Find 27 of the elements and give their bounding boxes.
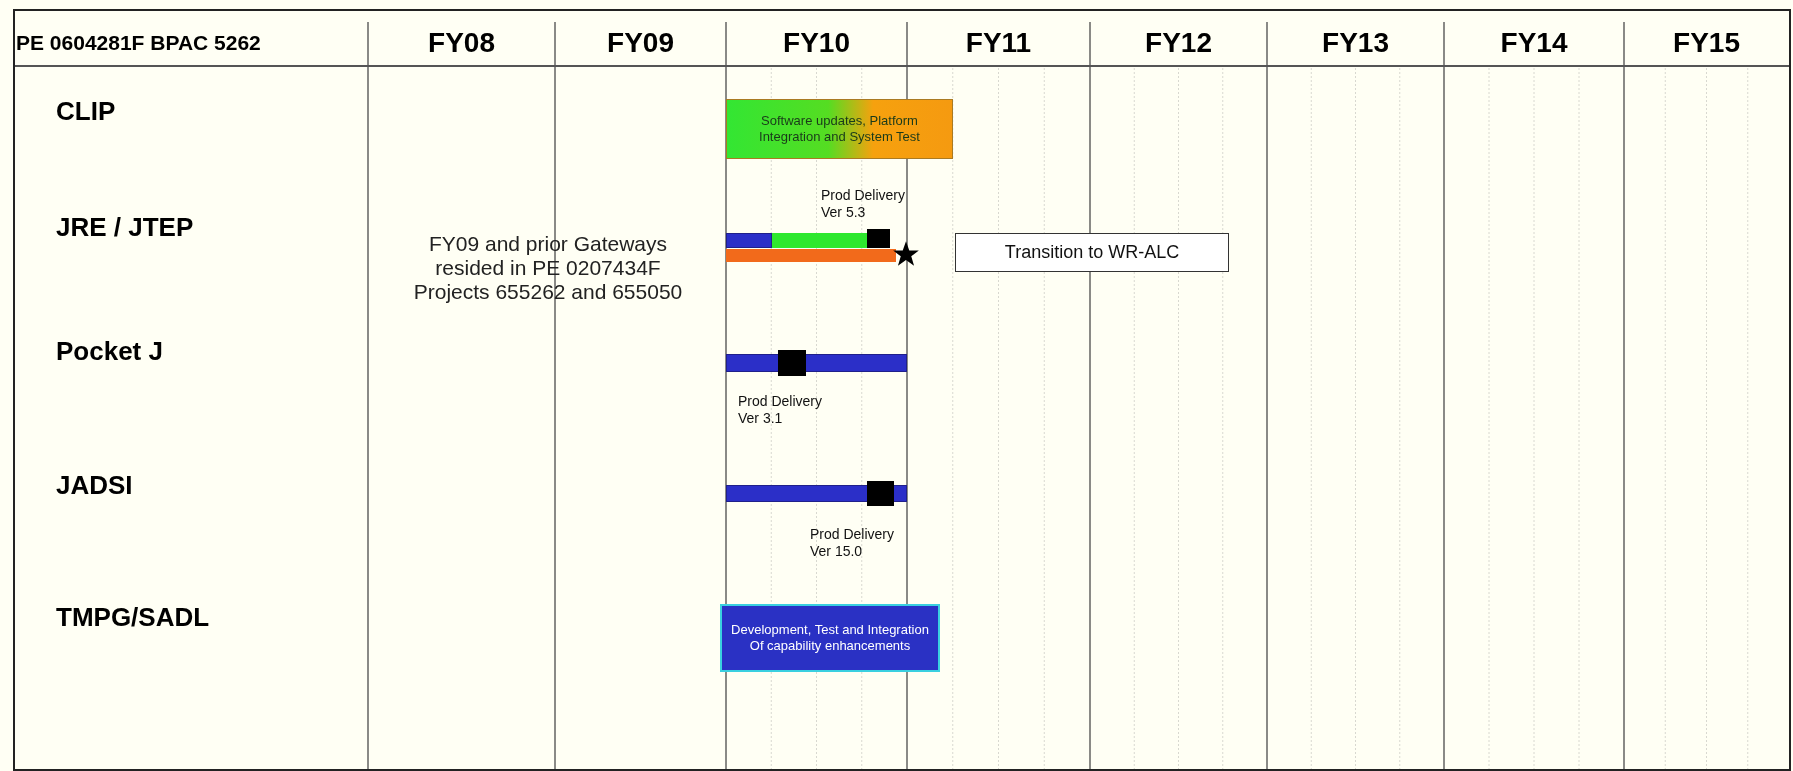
year-header: FY09: [606, 26, 675, 60]
milestone-marker: [778, 350, 806, 376]
row-label: JADSI: [56, 470, 133, 501]
row-label: Pocket J: [56, 336, 163, 367]
schedule-bar: [726, 249, 896, 262]
year-header: FY10: [782, 26, 851, 60]
year-header: FY13: [1321, 26, 1390, 60]
year-header: FY12: [1144, 26, 1213, 60]
task-box: Transition to WR-ALC: [955, 233, 1229, 272]
year-header: FY15: [1672, 26, 1741, 60]
row-label: TMPG/SADL: [56, 602, 210, 633]
milestone-marker: [867, 481, 894, 506]
header-cell-text: PE 0604281F BPAC 5262: [16, 30, 261, 56]
schedule-bar: [726, 233, 772, 248]
year-header: FY14: [1499, 26, 1569, 60]
milestone-label: Prod Delivery Ver 15.0: [810, 526, 896, 560]
milestone-label: Prod Delivery Ver 5.3: [821, 187, 907, 221]
schedule-bar: [772, 233, 869, 248]
row-label: CLIP: [56, 96, 116, 127]
note-text: FY09 and prior Gateways resided in PE 0207434F Projects 655262 and 655050: [412, 232, 684, 304]
star-marker: [892, 240, 920, 268]
year-header: FY08: [427, 26, 496, 60]
row-label: JRE / JTEP: [56, 212, 194, 243]
milestone-marker: [867, 229, 890, 248]
task-box: Development, Test and Integration Of capability enhancements: [720, 604, 940, 672]
year-header: FY11: [964, 26, 1033, 60]
milestone-label: Prod Delivery Ver 3.1: [738, 393, 824, 427]
